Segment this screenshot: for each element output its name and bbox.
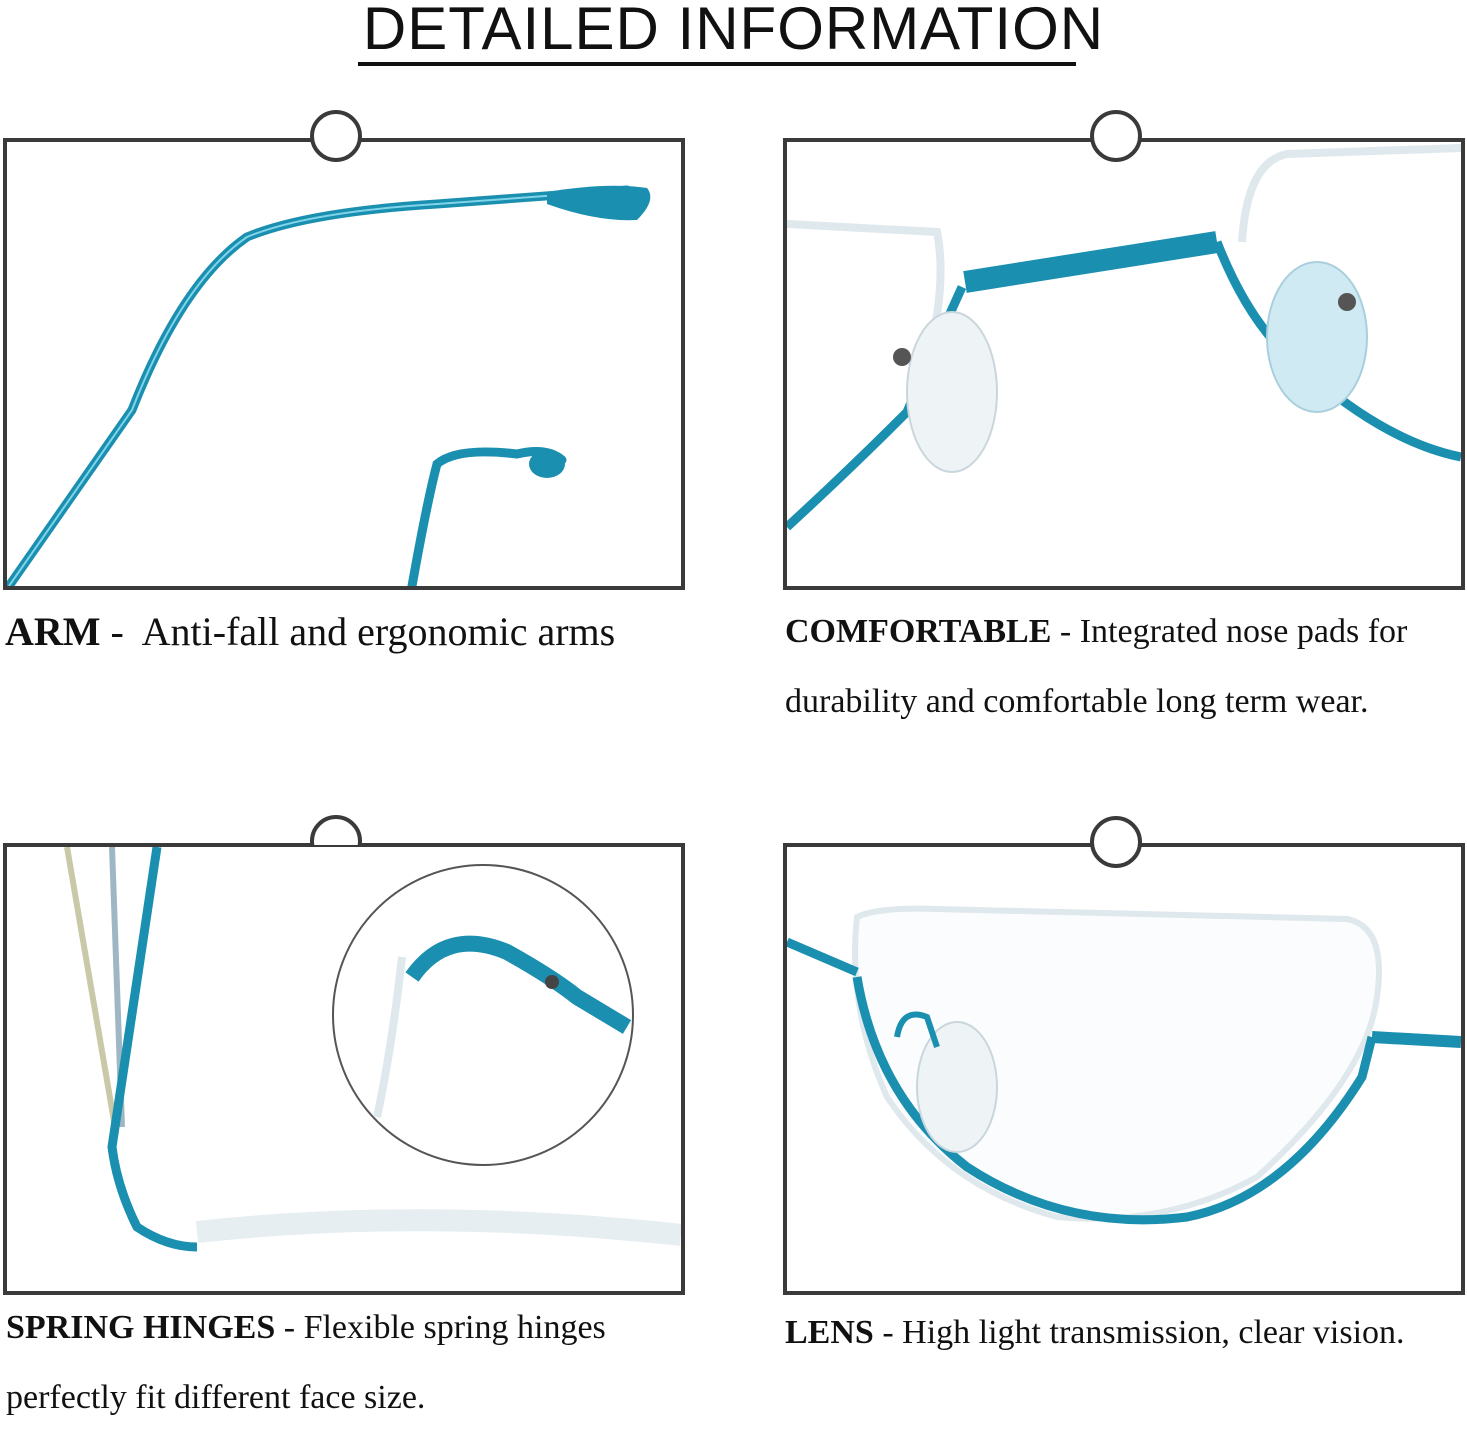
spring-hinges-text: Flexible spring hinges perfectly fit dif… [6, 1309, 606, 1416]
arm-panel-knob [310, 110, 362, 162]
spring-hinges-panel [3, 843, 685, 1295]
arm-photo [7, 185, 651, 586]
lens-heading: LENS [785, 1314, 874, 1351]
comfortable-text: Integrated nose pads for durability and … [785, 613, 1408, 720]
arm-panel [3, 138, 685, 590]
lens-text: High light transmission, clear vision. [902, 1314, 1405, 1351]
spring-hinges-panel-knob [310, 815, 362, 845]
comfortable-heading: COMFORTABLE [785, 613, 1052, 650]
lens-panel [783, 843, 1465, 1295]
arm-text: Anti-fall and ergonomic arms [141, 609, 616, 654]
lens-panel-knob [1090, 816, 1142, 868]
comfortable-separator: - [1051, 613, 1080, 650]
lens-separator: - [873, 1314, 903, 1351]
lens-caption: LENS - High light transmission, clear vi… [785, 1298, 1465, 1368]
comfortable-panel-knob [1090, 110, 1142, 162]
lens-photo [787, 905, 1461, 1225]
page-title: DETAILED INFORMATION [362, 0, 1105, 62]
title-underline [358, 62, 1076, 66]
arm-caption: ARM - Anti-fall and ergonomic arms [5, 608, 705, 655]
nose-pad-photo [787, 144, 1461, 531]
arm-heading: ARM [5, 609, 101, 654]
comfortable-panel [783, 138, 1465, 590]
spring-hinges-separator: - [275, 1309, 304, 1346]
spring-hinge-photo [64, 847, 681, 1252]
comfortable-caption: COMFORTABLE - Integrated nose pads for d… [785, 597, 1455, 737]
spring-hinges-heading: SPRING HINGES [6, 1309, 276, 1346]
spring-hinges-caption: SPRING HINGES - Flexible spring hinges p… [6, 1293, 666, 1433]
arm-separator: - [100, 609, 142, 654]
spring-hinges-knob-circle [310, 815, 362, 845]
